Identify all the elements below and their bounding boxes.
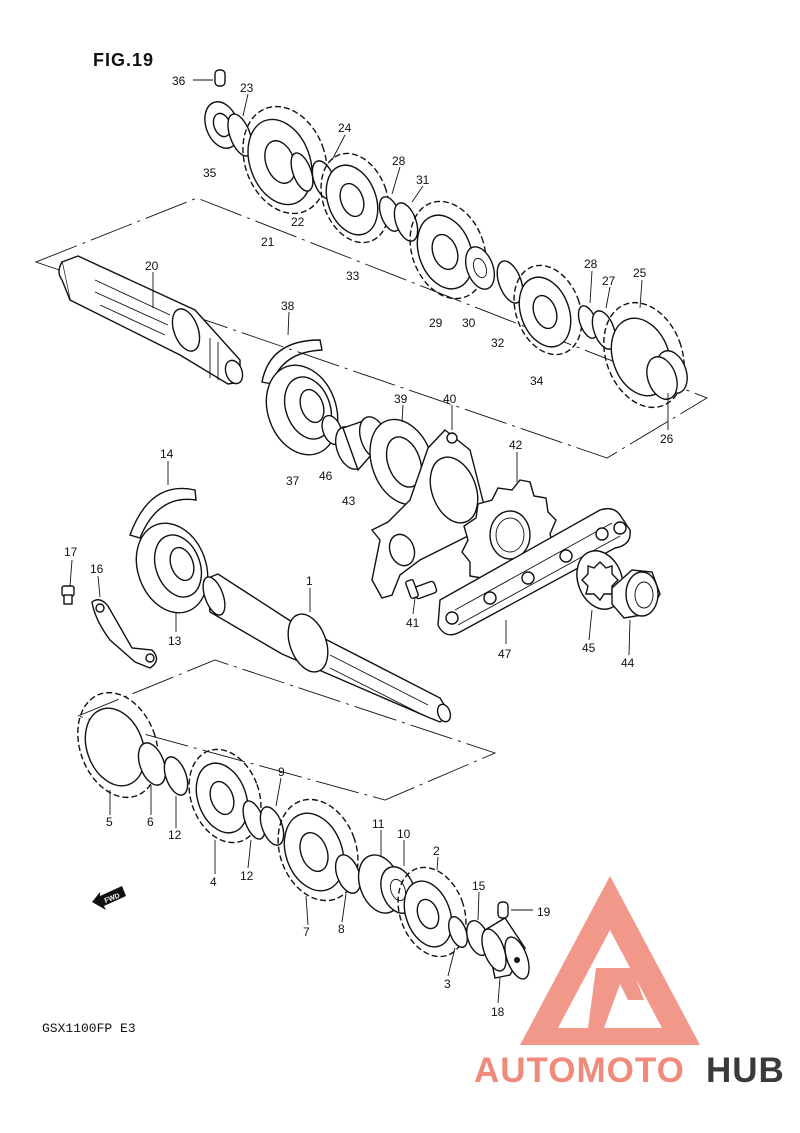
callout-38: 38 xyxy=(281,299,295,313)
callout-33: 33 xyxy=(346,269,360,283)
callout-24: 24 xyxy=(338,121,352,135)
driveshaft-frame xyxy=(76,659,497,801)
bearing-13 xyxy=(135,522,209,614)
callout-19: 19 xyxy=(537,905,551,919)
callout-2: 2 xyxy=(433,844,440,858)
drive-chain-47 xyxy=(437,507,631,636)
callout-28-lower: 28 xyxy=(584,257,598,271)
callout-31: 31 xyxy=(416,173,430,187)
callout-30: 30 xyxy=(462,316,476,330)
callout-15: 15 xyxy=(472,879,486,893)
callout-46: 46 xyxy=(319,469,333,483)
sleeve-18 xyxy=(481,917,530,980)
circlip-14 xyxy=(129,487,197,539)
callout-12-front: 12 xyxy=(168,828,182,842)
callout-34: 34 xyxy=(530,374,544,388)
countershaft-frame xyxy=(34,197,709,459)
washer-31 xyxy=(393,202,419,242)
callout-27: 27 xyxy=(602,274,616,288)
callout-39: 39 xyxy=(394,392,408,406)
callout-7: 7 xyxy=(303,925,310,939)
gear-25 xyxy=(603,301,685,409)
callout-43: 43 xyxy=(342,494,356,508)
callout-26: 26 xyxy=(660,432,674,446)
callout-41: 41 xyxy=(406,616,420,630)
gear-7 xyxy=(277,798,359,902)
washer-3 xyxy=(448,916,468,948)
callout-45: 45 xyxy=(582,641,596,655)
gear-34 xyxy=(513,264,583,356)
triangle-logo-icon xyxy=(520,876,700,1045)
gear-33 xyxy=(320,152,390,244)
callout-3: 3 xyxy=(444,977,451,991)
driveshaft-1 xyxy=(202,573,452,723)
callout-28-upper: 28 xyxy=(392,154,406,168)
model-code: GSX1100FP E3 xyxy=(42,1021,136,1036)
callout-35: 35 xyxy=(203,166,217,180)
bushing-22 xyxy=(290,152,314,192)
callout-42: 42 xyxy=(509,438,523,452)
figure-title: FIG.19 xyxy=(93,50,154,70)
callout-11: 11 xyxy=(372,817,385,831)
callout-9: 9 xyxy=(278,765,285,779)
callout-37: 37 xyxy=(286,474,300,488)
callout-23: 23 xyxy=(240,81,254,95)
bearing-30 xyxy=(464,246,496,290)
callout-21: 21 xyxy=(261,235,275,249)
callout-29: 29 xyxy=(429,316,443,330)
gear-29 xyxy=(409,200,487,300)
gear-21 xyxy=(242,105,328,215)
leader-lines xyxy=(69,93,669,1004)
washer-32 xyxy=(496,260,524,304)
bushing-8 xyxy=(334,854,362,894)
gear-4 xyxy=(188,748,262,844)
callout-18: 18 xyxy=(491,1005,505,1019)
callout-12-rear: 12 xyxy=(240,869,254,883)
callout-13: 13 xyxy=(168,634,182,648)
bushing-26 xyxy=(646,350,688,400)
callout-36: 36 xyxy=(172,74,186,88)
screw-17 xyxy=(61,585,75,605)
callout-4: 4 xyxy=(210,875,217,889)
callout-17: 17 xyxy=(64,545,78,559)
callout-8: 8 xyxy=(338,922,345,936)
callout-20: 20 xyxy=(145,259,159,273)
callout-5: 5 xyxy=(106,815,113,829)
callout-10: 10 xyxy=(397,827,411,841)
forward-arrow-icon: FWD xyxy=(92,886,126,910)
callout-labels: 36 23 35 24 22 21 28 31 33 20 29 30 32 3… xyxy=(64,74,674,1019)
callout-14: 14 xyxy=(160,447,174,461)
callout-47: 47 xyxy=(498,647,512,661)
callout-1: 1 xyxy=(306,574,313,588)
bushing-6 xyxy=(137,742,167,786)
bolt-41 xyxy=(405,579,438,600)
callout-16: 16 xyxy=(90,562,104,576)
callout-25: 25 xyxy=(633,266,647,280)
watermark-brand-part1: AUTOMOTO xyxy=(474,1051,685,1090)
callout-40: 40 xyxy=(443,392,457,406)
gear-2 xyxy=(397,866,467,958)
watermark-brand-part2: HUB xyxy=(706,1051,785,1090)
bearing-37 xyxy=(265,364,339,456)
pin-36 xyxy=(193,69,226,87)
callout-6: 6 xyxy=(147,815,154,829)
gear-5 xyxy=(77,691,159,799)
callout-32: 32 xyxy=(491,336,505,350)
bearing-retainer-16 xyxy=(91,599,158,669)
retainer-plate-40 xyxy=(370,429,485,599)
callout-44: 44 xyxy=(621,656,635,670)
nut-44 xyxy=(611,569,661,619)
callout-22: 22 xyxy=(291,215,305,229)
pin-19 xyxy=(497,901,509,919)
washer-12-front xyxy=(163,756,189,796)
countershaft-20 xyxy=(58,255,244,385)
